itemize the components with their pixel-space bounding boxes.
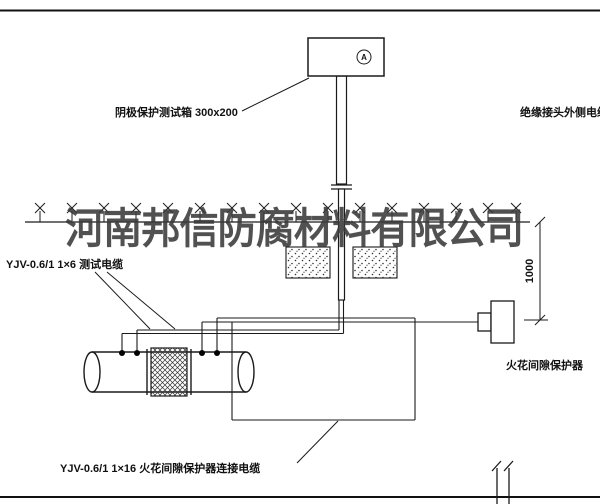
terminal-marker-circle	[356, 49, 372, 65]
outer-cable-label: 绝缘接头外侧电缆	[520, 105, 600, 119]
pipe-riser-symbol	[491, 460, 514, 504]
test-box-label: 阴极保护测试箱 300x200	[115, 105, 238, 119]
pipe-end-right	[237, 351, 255, 393]
spark-gap-label: 火花间隙保护器	[506, 358, 584, 372]
drawing-frame	[0, 9, 600, 498]
cable-runs	[121, 300, 478, 421]
dimension-line	[524, 216, 548, 326]
connect-cable-label: YJV-0.6/1 1×16 火花间隙保护器连接电缆	[60, 461, 260, 475]
test-box	[307, 37, 385, 77]
insulated-joint	[150, 347, 188, 397]
leader-lines	[94, 77, 339, 464]
foundation-block-right	[352, 246, 398, 279]
dimension-value: 1000	[524, 259, 536, 283]
pipe-end-left	[83, 351, 101, 393]
watermark-text: 河南邦信防腐材料有限公司	[65, 205, 523, 252]
test-cable-label: YJV-0.6/1 1×6 测试电缆	[6, 257, 123, 271]
spark-gap-protector	[477, 300, 515, 344]
foundation-block-left	[285, 246, 331, 279]
test-post	[331, 75, 352, 301]
pipeline	[83, 347, 255, 397]
cable-connection-dots	[119, 350, 220, 356]
terminal-marker-label: A	[361, 53, 367, 62]
foundation-blocks	[285, 246, 398, 279]
